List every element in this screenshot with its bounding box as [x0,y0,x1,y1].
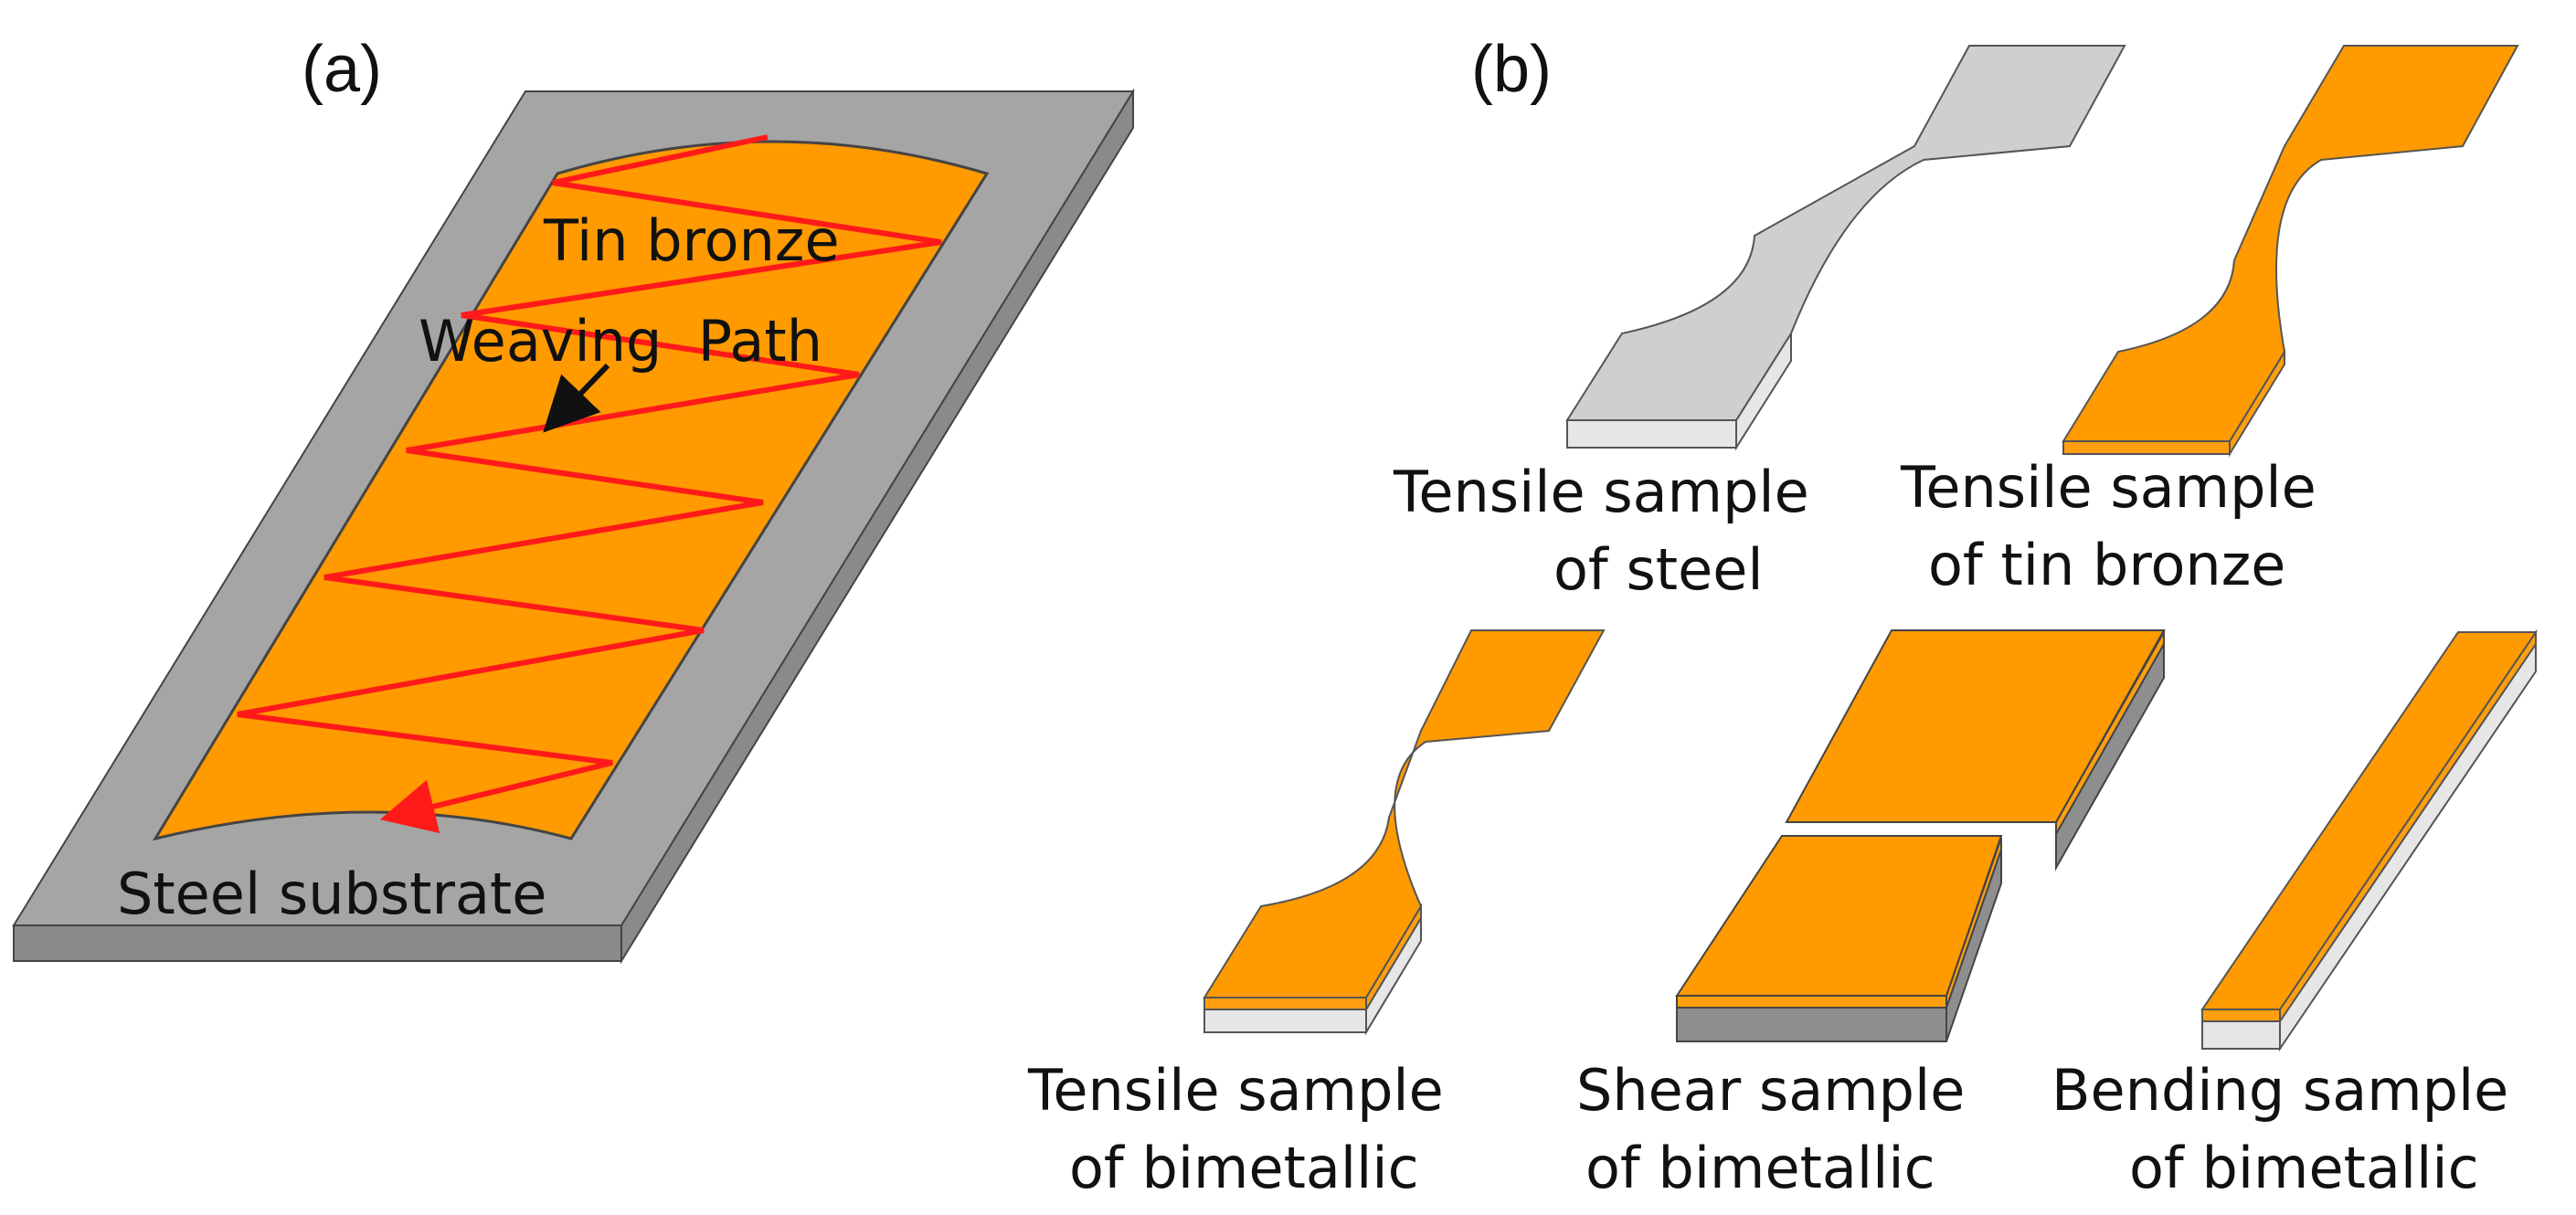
shear-lower-block-top [1675,835,2003,997]
tin-bronze-deposit [152,140,990,841]
bimetal-shear-label-line2: of bimetallic [1585,1135,1935,1201]
bronze-tensile-label-line1: Tensile sample [1900,454,2316,521]
bimetal-tensile-top [1203,629,1606,998]
panel-b-label: (b) [1471,33,1552,106]
steel-substrate-label: Steel substrate [117,861,546,927]
bimetal-tensile-label-line1: Tensile sample [1027,1057,1444,1124]
steel-tensile-label-line1: Tensile sample [1393,459,1809,525]
bimetal-bending-sample [2200,629,2538,1052]
bimetal-tensile-label-line2: of bimetallic [1069,1135,1419,1201]
steel-plate-side-front [13,924,622,962]
bending-bronze-right [2279,629,2537,1025]
bimetal-tensile-sample [1203,629,1606,1036]
steel-tensile-side-front [1566,419,1737,449]
bimetal-shear-sample [1675,629,2166,1042]
steel-tensile-label-line2: of steel [1553,536,1764,603]
panel-b: (b) Tensile sample of steel Tensile samp… [1027,33,2538,1201]
bronze-tensile-top [2062,45,2519,442]
panel-a-label: (a) [302,33,382,106]
bronze-tensile-side-front [2062,440,2231,455]
bimetal-bending-label-line2: of bimetallic [2129,1135,2479,1201]
shear-bronze-front [1676,995,1947,1009]
tin-bronze-label: Tin bronze [543,207,840,274]
bimetal-tensile-bronze-front [1203,997,1367,1010]
weaving-path-arrow [543,363,610,433]
bending-bronze-front [2201,1009,2281,1022]
bimetal-shear-label-line1: Shear sample [1576,1057,1965,1124]
bending-steel-front [2201,1020,2281,1050]
weaving-path-label: Weaving Path [419,308,822,375]
steel-tensile-sample [1565,45,2126,451]
bending-top [2200,631,2538,1010]
bimetal-bending-label-line1: Bending sample [2051,1057,2508,1124]
bronze-tensile-sample [2062,45,2519,458]
bronze-tensile-label-line2: of tin bronze [1928,532,2285,598]
shear-upper-block-top [1785,629,2166,823]
weaving-path-line [237,134,942,834]
shear-steel-front [1676,1007,1947,1042]
steel-tensile-top [1565,45,2126,421]
bimetal-tensile-steel-front [1203,1009,1367,1033]
panel-a: (a) Tin bronze Weaving Path Steel substr… [12,33,1135,965]
